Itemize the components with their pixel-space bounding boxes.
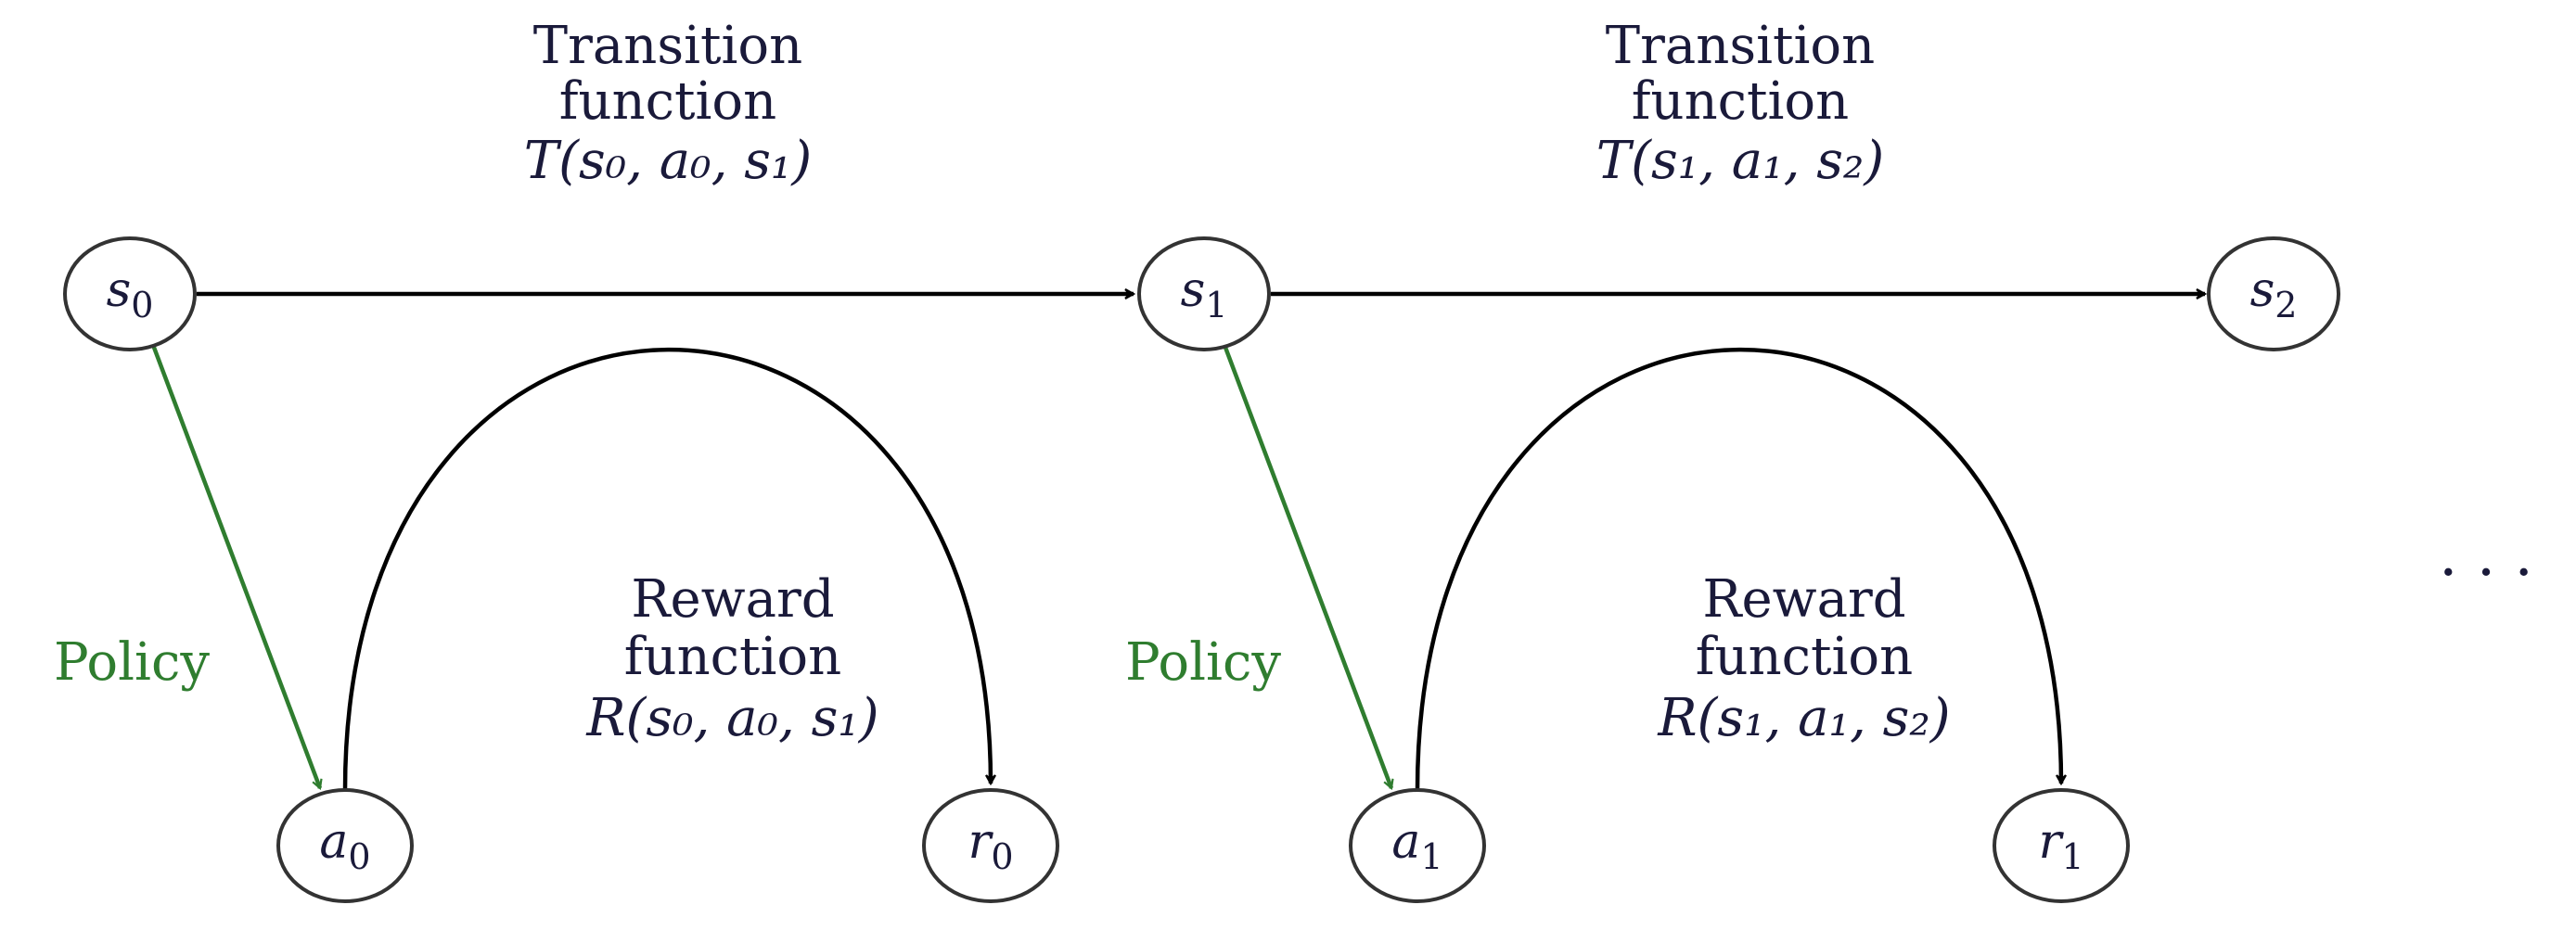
node-a0-subscript: 0 — [348, 836, 370, 877]
node-r1-var: r — [2038, 814, 2064, 870]
node-s1: s1 — [1137, 236, 1271, 351]
node-r0: r0 — [922, 788, 1059, 903]
transition-1-formula: T(s₁, a₁, s₂) — [1596, 131, 1884, 191]
reward-1-formula: R(s₁, a₁, s₂) — [1657, 688, 1950, 748]
continuation-ellipsis: . . . — [2439, 521, 2533, 590]
node-r1-subscript: 1 — [2061, 836, 2083, 877]
node-r0-var: r — [968, 814, 993, 870]
node-a1: a1 — [1349, 788, 1486, 903]
policy-edge-s1-a1 — [1222, 344, 1391, 788]
svg-text:s1: s1 — [1181, 262, 1228, 325]
policy-edge-s0-a0 — [150, 344, 320, 788]
reward-1-line1: Reward — [1702, 569, 1905, 630]
reward-0-line1: Reward — [631, 569, 834, 630]
node-s1-subscript: 1 — [1205, 285, 1227, 325]
reward-0-formula: R(s₀, a₀, s₁) — [585, 688, 878, 748]
svg-text:s2: s2 — [2250, 262, 2298, 325]
node-s2: s2 — [2207, 236, 2340, 351]
node-a0: a0 — [276, 788, 414, 903]
node-s2-var: s — [2250, 262, 2275, 318]
node-a0-var: a — [319, 814, 348, 870]
node-s2-subscript: 2 — [2275, 285, 2297, 325]
transition-1-line2: function — [1632, 71, 1849, 132]
reward-0-line2: function — [624, 627, 841, 687]
node-r1: r1 — [1993, 788, 2130, 903]
svg-text:a0: a0 — [319, 814, 370, 877]
reward-label-0: Reward function R(s₀, a₀, s₁) — [585, 569, 878, 748]
transition-0-line2: function — [559, 71, 776, 132]
edge-a1-r1 — [1415, 348, 2061, 791]
transition-0-line1: Transition — [533, 16, 802, 76]
node-a1-subscript: 1 — [1420, 836, 1442, 877]
node-s1-var: s — [1181, 262, 1206, 318]
node-s0-subscript: 0 — [131, 285, 153, 325]
node-r0-subscript: 0 — [991, 836, 1013, 877]
reward-1-line2: function — [1696, 627, 1913, 687]
svg-text:a1: a1 — [1391, 814, 1442, 877]
svg-text:r1: r1 — [2038, 814, 2083, 877]
edge-a0-r0 — [342, 348, 991, 791]
transition-1-line1: Transition — [1606, 16, 1875, 76]
node-s0: s0 — [63, 236, 197, 351]
policy-label-1: Policy — [1125, 632, 1281, 693]
node-s0-var: s — [107, 262, 132, 318]
svg-text:r0: r0 — [968, 814, 1013, 877]
transition-0-formula: T(s₀, a₀, s₁) — [524, 131, 812, 191]
transition-label-1: Transition function T(s₁, a₁, s₂) — [1596, 16, 1884, 191]
svg-text:s0: s0 — [107, 262, 154, 325]
policy-label-0: Policy — [54, 632, 210, 693]
node-a1-var: a — [1391, 814, 1420, 870]
transition-label-0: Transition function T(s₀, a₀, s₁) — [524, 16, 812, 191]
reward-label-1: Reward function R(s₁, a₁, s₂) — [1657, 569, 1950, 748]
